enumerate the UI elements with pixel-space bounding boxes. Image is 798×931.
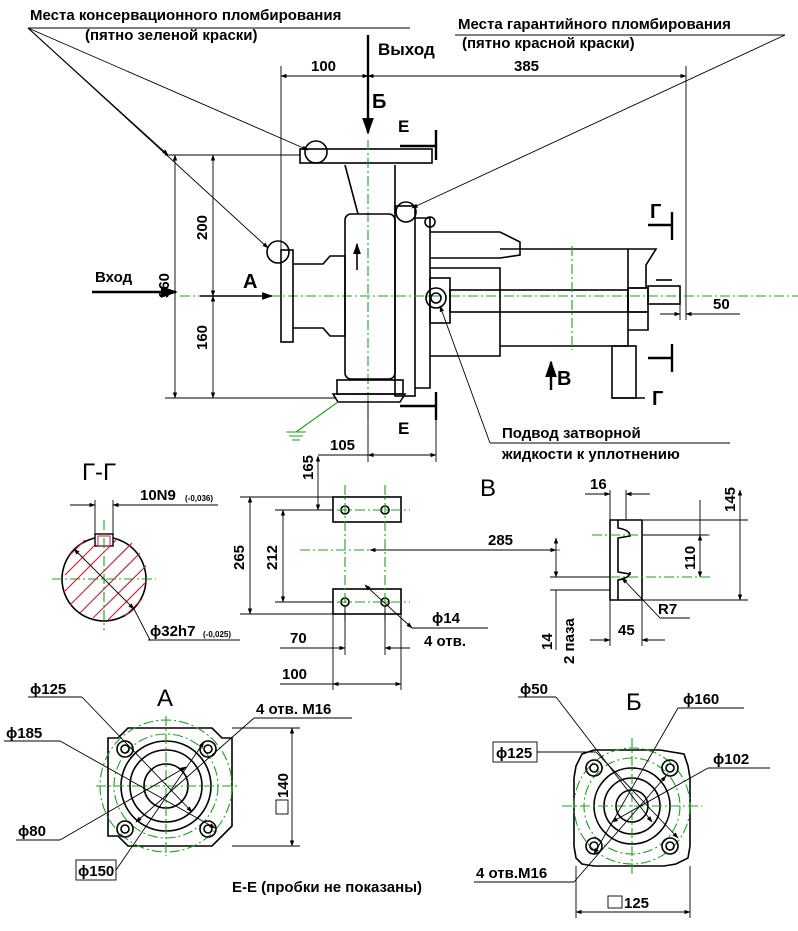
va-holes: 4 отв. М16 xyxy=(256,701,331,718)
dim-145: 145 xyxy=(722,487,739,512)
sealing-fluid-line2: жидкости к уплотнению xyxy=(501,446,680,463)
section-gg: Г-Г 10N9 (-0,036) ϕ32h7 (-0,025) xyxy=(52,459,240,641)
view-b-flange: Б ϕ50 ϕ160 ϕ125 ϕ102 4 отв.М16 125 xyxy=(474,681,770,918)
radius-r7: R7 xyxy=(658,601,677,618)
section-e-bottom: Е xyxy=(398,419,409,438)
grooves-count: 2 паза xyxy=(561,618,578,664)
dim-160: 160 xyxy=(194,325,211,350)
vb-holes: 4 отв.М16 xyxy=(476,865,547,882)
hole-diameter: ϕ14 xyxy=(432,610,461,627)
conservation-seal-label: Места консервационного пломбирования xyxy=(30,7,341,24)
pump-main-view: Выход Б 100 385 Е Вх xyxy=(92,35,798,463)
key-width: 10N9 xyxy=(140,487,176,504)
va-d185: ϕ185 xyxy=(6,725,42,742)
dim-105: 105 xyxy=(330,437,355,454)
dim-45: 45 xyxy=(618,622,635,639)
warranty-seal-label: Места гарантийного пломбирования xyxy=(458,16,731,33)
warranty-seal-note: (пятно красной краски) xyxy=(462,35,635,52)
shaft-tolerance: (-0,025) xyxy=(203,630,231,639)
dim-70: 70 xyxy=(290,630,307,647)
section-g-top: Г xyxy=(650,201,661,223)
view-v-foot: 16 145 110 R7 14 2 паза 45 xyxy=(539,476,748,664)
dim-212: 212 xyxy=(264,545,281,570)
dim-110: 110 xyxy=(682,546,699,570)
view-a-marker: А xyxy=(243,271,257,293)
view-b-title: Б xyxy=(626,689,642,716)
va-d80: ϕ80 xyxy=(18,823,46,840)
va-d125: ϕ125 xyxy=(30,681,66,698)
base-footprint: В 165 265 212 285 ϕ14 4 отв. xyxy=(231,455,560,690)
va-d140: 140 xyxy=(275,773,292,798)
va-d150: ϕ150 xyxy=(78,863,114,880)
sealing-fluid-line1: Подвод затворной xyxy=(502,425,641,442)
conservation-seal-note: (пятно зеленой краски) xyxy=(85,27,258,44)
dim-200: 200 xyxy=(194,215,211,240)
section-gg-title: Г-Г xyxy=(82,459,116,486)
view-v-title: В xyxy=(480,475,496,502)
section-e-top: Е xyxy=(398,117,409,136)
dim-50: 50 xyxy=(713,296,730,313)
dim-265: 265 xyxy=(231,545,248,570)
dim-100-base: 100 xyxy=(282,666,307,683)
dim-385: 385 xyxy=(514,58,539,75)
view-v-marker: В xyxy=(557,368,571,390)
vb-d125: ϕ125 xyxy=(496,745,532,762)
warranty-seal-callout: Места гарантийного пломбирования (пятно … xyxy=(411,16,786,209)
hole-count: 4 отв. xyxy=(424,633,466,650)
inlet-label: Вход xyxy=(95,269,133,286)
vb-d102: ϕ102 xyxy=(713,751,749,768)
view-b-marker: Б xyxy=(372,91,386,113)
dim-285: 285 xyxy=(488,532,513,549)
dim-165: 165 xyxy=(300,455,317,480)
conservation-seal-callout: Места консервационного пломбирования (пя… xyxy=(27,7,410,249)
vb-d50: ϕ50 xyxy=(520,681,548,698)
view-a-title: А xyxy=(157,685,173,712)
dim-360: 360 xyxy=(156,273,173,298)
vb-d160: ϕ160 xyxy=(683,691,719,708)
view-a-flange: А ϕ125 ϕ185 ϕ80 ϕ150 4 отв. М16 140 xyxy=(4,681,352,881)
dim-14: 14 xyxy=(539,633,556,650)
section-ee-caption: Е-Е (пробки не показаны) xyxy=(232,879,422,896)
section-g-bottom: Г xyxy=(652,388,663,410)
dim-16: 16 xyxy=(590,476,607,493)
vb-d125sq: 125 xyxy=(624,895,649,912)
shaft-diameter: ϕ32h7 xyxy=(150,623,195,640)
outlet-label: Выход xyxy=(378,40,435,59)
key-tolerance: (-0,036) xyxy=(185,494,213,503)
dim-100: 100 xyxy=(311,58,336,75)
